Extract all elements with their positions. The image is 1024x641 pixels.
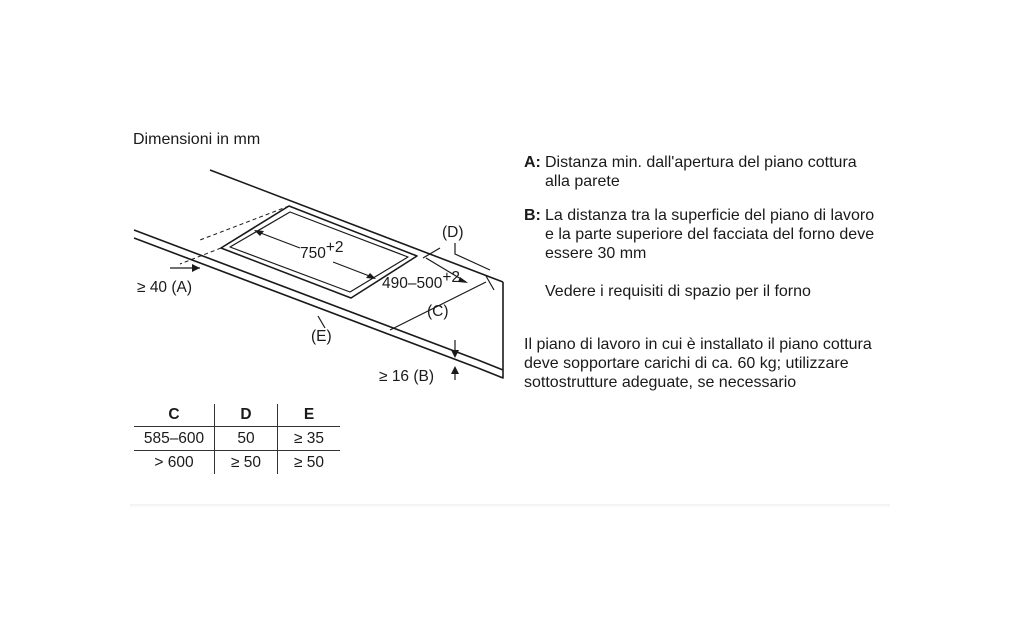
dim-490-line [422, 247, 467, 283]
dim-490-label: 490–500+2 [382, 269, 460, 292]
dim-E-line [317, 315, 326, 329]
table-row: > 600 ≥ 50 ≥ 50 [134, 450, 340, 474]
arrowhead-490 [458, 277, 468, 283]
label-E: (E) [311, 328, 332, 345]
clearance-table: C D E 585–600 50 ≥ 35 > 600 ≥ 50 ≥ 50 [134, 404, 340, 474]
worktop-back-edge [209, 169, 504, 283]
dim-750-label: 750+2 [300, 239, 344, 262]
table-header: C [134, 404, 215, 427]
label-C: (C) [427, 303, 449, 320]
ref-line-cutout-back [199, 205, 290, 241]
arrowhead-A [192, 264, 200, 272]
table-cell: > 600 [134, 450, 215, 474]
arrowhead-750-left [254, 230, 264, 236]
oven-note: Vedere i requisiti di spazio per il forn… [545, 283, 811, 300]
worktop-front-top-edge [133, 229, 479, 361]
load-note: Il piano di lavoro in cui è installato i… [524, 336, 872, 391]
table-header: D [214, 404, 278, 427]
arrowhead-B-top [451, 350, 459, 358]
dim-D-line [454, 243, 491, 271]
legend: A: Distanza min. dall'apertura del piano… [524, 153, 884, 407]
arrowhead-B-bottom [451, 366, 459, 374]
table-cell: ≥ 50 [214, 450, 278, 474]
table-cell: 585–600 [134, 426, 215, 451]
dim-C-line [389, 275, 495, 331]
arrowhead-750-right [366, 273, 376, 279]
ref-line-cutout-left [179, 247, 222, 265]
cutout-inner [229, 211, 409, 293]
dim-750-line [257, 231, 373, 278]
label-B: ≥ 16 (B) [379, 368, 434, 385]
legend-text-b: La distanza tra la superficie del piano … [545, 207, 875, 262]
table-cell: ≥ 35 [277, 426, 340, 451]
page-title: Dimensioni in mm [133, 131, 261, 148]
bottom-fade [130, 504, 890, 508]
table-header: E [277, 404, 340, 427]
table-row: 585–600 50 ≥ 35 [134, 426, 340, 451]
table-cell: ≥ 50 [293, 453, 325, 471]
label-A: ≥ 40 (A) [137, 279, 192, 296]
legend-key-b: B: [524, 207, 541, 224]
cutout-outer [220, 205, 418, 299]
legend-key-a: A: [524, 154, 541, 171]
worktop-right-edge [477, 282, 504, 379]
legend-item-b: B: La distanza tra la superficie del pia… [524, 206, 884, 263]
legend-item-a: A: Distanza min. dall'apertura del piano… [524, 153, 884, 191]
label-D: (D) [442, 224, 464, 241]
legend-text-a: Distanza min. dall'apertura del piano co… [545, 154, 857, 190]
table-cell: 50 [214, 426, 278, 451]
